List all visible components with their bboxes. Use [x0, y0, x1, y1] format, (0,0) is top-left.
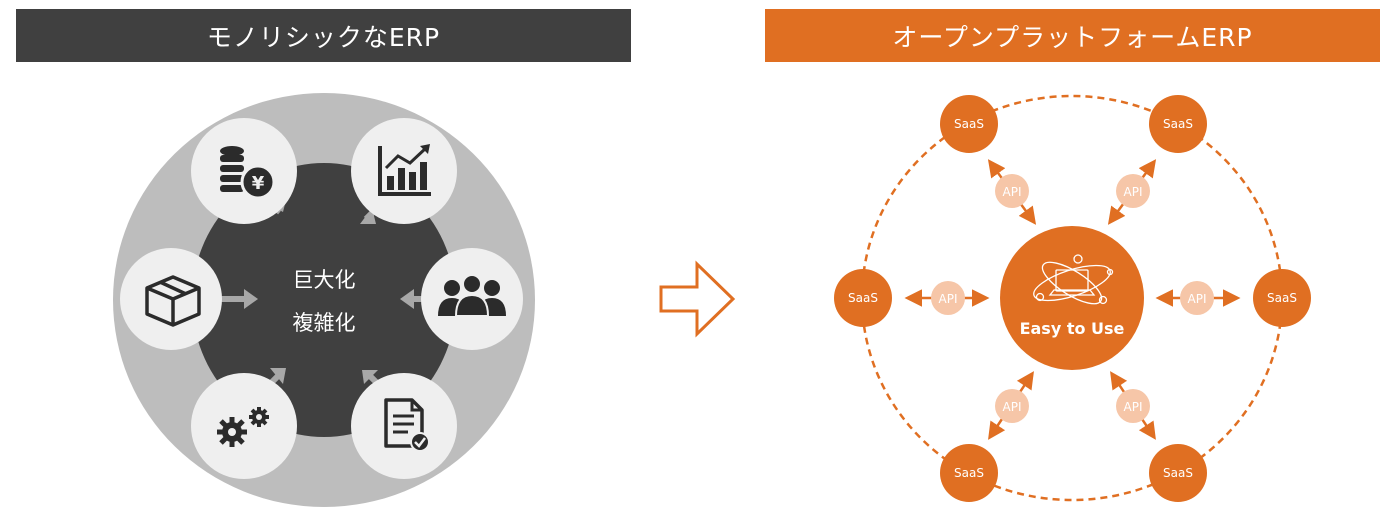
gears-node: [191, 373, 297, 479]
coins-yen-node: ¥: [191, 118, 297, 224]
saas-node: SaaS: [1253, 269, 1311, 327]
svg-text:SaaS: SaaS: [954, 466, 984, 480]
arrow-from-box: [244, 289, 258, 309]
coins-yen-icon: ¥: [220, 146, 276, 200]
api-bubble: API: [995, 389, 1029, 423]
document-node: [351, 373, 457, 479]
api-bubble: API: [995, 174, 1029, 208]
document-check-icon: [384, 398, 430, 452]
box-node: [120, 248, 222, 350]
gears-icon: [217, 407, 269, 447]
saas-node: SaaS: [834, 269, 892, 327]
api-bubble: API: [1180, 281, 1214, 315]
svg-text:SaaS: SaaS: [848, 291, 878, 305]
svg-text:SaaS: SaaS: [954, 117, 984, 131]
svg-text:API: API: [1124, 185, 1143, 199]
svg-text:SaaS: SaaS: [1163, 117, 1193, 131]
api-bubble: API: [1116, 174, 1150, 208]
svg-text:¥: ¥: [252, 173, 265, 194]
svg-text:API: API: [1124, 400, 1143, 414]
transition-arrow-icon: [659, 260, 736, 338]
svg-text:SaaS: SaaS: [1267, 291, 1297, 305]
api-bubble: API: [931, 281, 965, 315]
inner-core: [192, 163, 456, 437]
people-node: [421, 248, 523, 350]
box-icon: [145, 275, 201, 327]
center-text-bloated: 巨大化: [293, 268, 356, 292]
monolithic-erp-diagram: 巨大化 複雑化 ¥: [113, 93, 535, 507]
bar-chart-growth-icon: [378, 144, 431, 196]
svg-text:API: API: [1003, 400, 1022, 414]
monolithic-erp-header: モノリシックなERP: [16, 9, 631, 62]
api-bubble: API: [1116, 389, 1150, 423]
easy-to-use-hub: Easy to Use: [1000, 226, 1144, 370]
svg-text:SaaS: SaaS: [1163, 466, 1193, 480]
saas-node: SaaS: [1149, 444, 1207, 502]
hub-label: Easy to Use: [1020, 319, 1125, 338]
laptop-network-icon: [1033, 254, 1114, 305]
arrow-from-people: [400, 289, 414, 309]
center-text-complex: 複雑化: [293, 311, 356, 335]
saas-node: SaaS: [940, 95, 998, 153]
people-group-icon: [438, 274, 506, 317]
saas-node: SaaS: [940, 444, 998, 502]
open-platform-erp-diagram: API API API API API API SaaS SaaS: [834, 94, 1311, 502]
open-platform-erp-header: オープンプラットフォームERP: [765, 9, 1380, 62]
bar-chart-node: [351, 118, 457, 224]
svg-text:API: API: [939, 292, 958, 306]
svg-text:API: API: [1188, 292, 1207, 306]
svg-text:API: API: [1003, 185, 1022, 199]
saas-node: SaaS: [1149, 95, 1207, 153]
